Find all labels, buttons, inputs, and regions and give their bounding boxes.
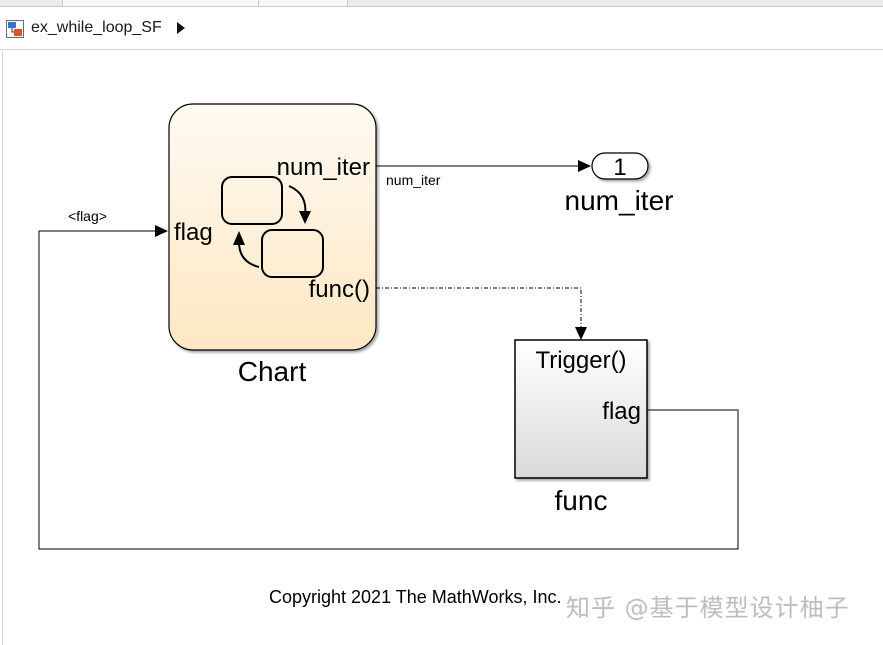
signal-label-flag[interactable]: <flag> xyxy=(68,208,107,224)
chart-output-port-num-iter: num_iter xyxy=(277,154,370,181)
explorer-bar: ex_while_loop_SF xyxy=(0,7,883,50)
watermark-text: 知乎 @基于模型设计柚子 xyxy=(566,594,850,622)
signal-line-flag[interactable] xyxy=(38,225,739,550)
breadcrumb-expand-arrow-icon[interactable] xyxy=(176,22,186,34)
chart-input-port-flag: flag xyxy=(174,219,213,246)
subsystem-output-port-flag: flag xyxy=(602,398,641,425)
tab-chart[interactable] xyxy=(258,0,348,6)
outport-block[interactable]: 1 xyxy=(591,152,649,181)
stateflow-chart-block[interactable]: flag num_iter func() xyxy=(168,103,377,351)
tab-strip xyxy=(0,0,883,7)
breadcrumb-model-name[interactable]: ex_while_loop_SF xyxy=(31,19,162,36)
signal-line-num-iter[interactable] xyxy=(376,160,591,172)
arrowhead-icon xyxy=(575,327,587,340)
chart-block-name[interactable]: Chart xyxy=(238,356,307,387)
block-diagram: <flag> num_iter flag num_iter fu xyxy=(38,103,739,607)
outport-block-name[interactable]: num_iter xyxy=(565,185,674,216)
tab-model[interactable] xyxy=(62,0,259,6)
copyright-annotation[interactable]: Copyright 2021 The MathWorks, Inc. xyxy=(269,587,561,607)
subsystem-trigger-port: Trigger() xyxy=(535,347,626,374)
signal-label-num-iter[interactable]: num_iter xyxy=(386,172,441,188)
chart-output-port-func: func() xyxy=(309,276,370,303)
function-call-subsystem-block[interactable]: Trigger() flag xyxy=(514,339,648,479)
outport-number: 1 xyxy=(613,154,626,181)
function-call-line[interactable] xyxy=(376,287,587,340)
stateflow-chart-icon xyxy=(221,176,324,278)
arrowhead-icon xyxy=(578,160,591,172)
subsystem-block-name[interactable]: func xyxy=(555,485,608,516)
model-canvas[interactable]: <flag> num_iter flag num_iter fu xyxy=(2,51,883,645)
arrowhead-icon xyxy=(155,225,168,237)
simulink-model-icon[interactable] xyxy=(6,20,24,38)
